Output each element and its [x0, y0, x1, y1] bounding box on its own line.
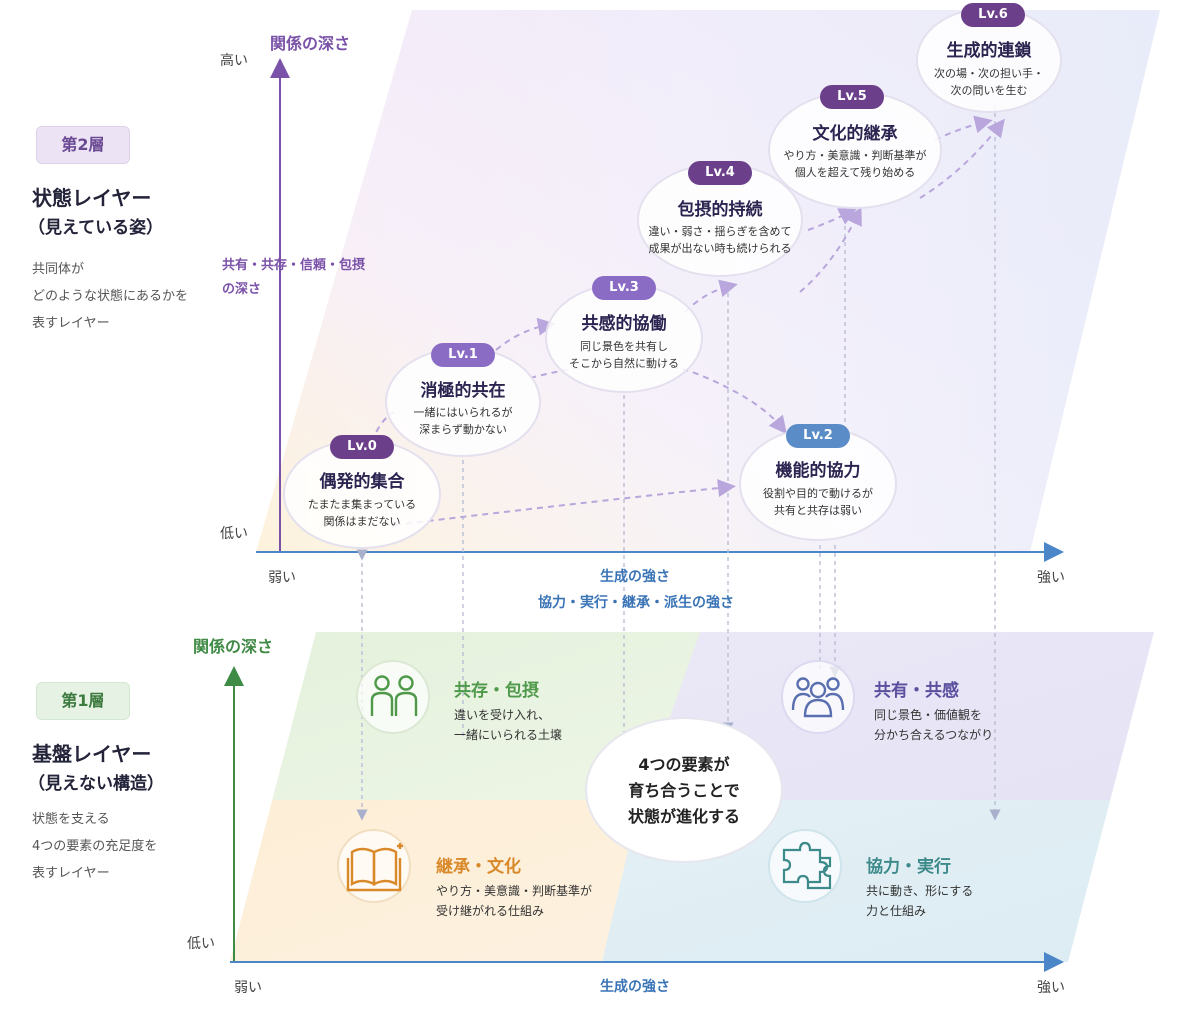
- level-badge: Lv.3: [592, 276, 656, 300]
- layer2-x-axis-sublabel: 協力・実行・継承・派生の強さ: [538, 595, 734, 611]
- layer1-x-axis-label: 生成の強さ: [600, 979, 670, 995]
- level-description: やり方・美意識・判断基準が個人を超えて残り始める: [783, 149, 927, 179]
- level-description: 同じ景色を共有しそこから自然に動ける: [569, 340, 679, 370]
- layer-connectors: [356, 105, 1001, 821]
- center-circle: [585, 717, 783, 863]
- layer1-title: 基盤レイヤー: [32, 742, 152, 766]
- level-title: 共感的協働: [581, 314, 667, 334]
- level-title: 包摂的持続: [677, 200, 763, 220]
- level-title: 生成的連鎖: [946, 41, 1032, 61]
- puzzle-icon: [782, 841, 832, 890]
- puzzle-icon-bg: [768, 829, 842, 903]
- level-description: 次の場・次の担い手・次の問いを生む: [934, 67, 1044, 97]
- layer1-y-axis-label: 関係の深さ: [193, 637, 274, 656]
- level-description: 一緒にはいられるが深まらず動かない: [413, 406, 513, 436]
- layer1-y-low-label: 低い: [187, 936, 215, 952]
- level-badge: Lv.6: [961, 3, 1025, 27]
- level-description: たまたま集まっている関係はまだない: [307, 498, 417, 528]
- layer2-subtitle: （見えている姿）: [28, 218, 164, 238]
- element-title: 継承・文化: [436, 857, 521, 877]
- level-badge: Lv.4: [688, 161, 752, 185]
- element-description: やり方・美意識・判断基準が受け継がれる仕組み: [436, 884, 593, 918]
- center-message: 4つの要素が 育ち合うことで 状態が進化する: [627, 755, 740, 826]
- people-pair-icon: [370, 675, 418, 716]
- element-description: 同じ景色・価値観を分かち合えるつながり: [874, 708, 994, 742]
- layer2-badge: 第2層: [36, 126, 130, 164]
- group-icon: [791, 677, 845, 718]
- level-title: 文化的継承: [812, 124, 898, 144]
- layer2-y-high-label: 高い: [220, 53, 248, 69]
- element-title: 協力・実行: [866, 857, 951, 877]
- level-title: 偶発的集合: [319, 472, 405, 492]
- layer2-description: 共同体が どのような状態にあるかを 表すレイヤー: [32, 262, 189, 331]
- level-title: 機能的協力: [775, 461, 861, 481]
- level-badge: Lv.0: [330, 435, 394, 459]
- level-description: 違い・弱さ・揺らぎを含めて成果が出ない時も続けられる: [648, 225, 792, 255]
- layer2-x-strong-label: 強い: [1037, 570, 1065, 586]
- level-badge: Lv.5: [820, 85, 884, 109]
- layer2-y-axis-label: 関係の深さ: [270, 34, 351, 53]
- element-description: 共に動き、形にする力と仕組み: [866, 884, 974, 918]
- layer2-title: 状態レイヤー: [32, 186, 152, 210]
- layer1-description: 状態を支える 4つの要素の充足度を 表すレイヤー: [32, 812, 158, 881]
- layer2-x-axis-label: 生成の強さ: [600, 569, 670, 585]
- book-icon: [346, 843, 403, 892]
- element-description: 違いを受け入れ、一緒にいられる土壌: [454, 708, 563, 742]
- layer1-badge: 第1層: [36, 682, 130, 720]
- depth-label: 共有・共存・信頼・包摂 の深さ: [222, 258, 366, 297]
- level-bubbles: [283, 7, 1062, 549]
- layer1-x-strong-label: 強い: [1037, 980, 1065, 996]
- element-title: 共有・共感: [874, 681, 959, 701]
- element-title: 共存・包摂: [454, 681, 539, 701]
- level-badge: Lv.1: [431, 343, 495, 367]
- level-badge: Lv.2: [786, 424, 850, 448]
- level-description: 役割や目的で動けるが共有と共存は弱い: [763, 487, 873, 517]
- layer1-subtitle: （見えない構造）: [28, 774, 164, 794]
- level-title: 消極的共在: [420, 381, 506, 401]
- layer2-x-weak-label: 弱い: [268, 570, 296, 586]
- layer2-y-low-label: 低い: [220, 526, 248, 542]
- layer1-x-weak-label: 弱い: [234, 980, 262, 996]
- people-pair-icon-bg: [356, 660, 430, 734]
